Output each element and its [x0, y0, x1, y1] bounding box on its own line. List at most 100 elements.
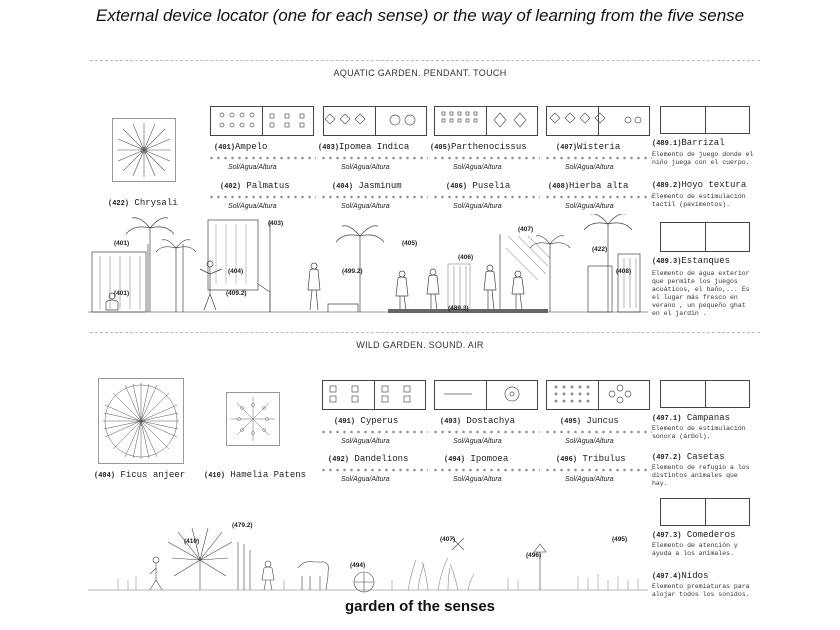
- plant-label: (405)Parthenocissus: [430, 142, 527, 152]
- plant-name: Chrysali: [134, 198, 178, 208]
- person-icon: [426, 268, 440, 311]
- plant-sub: Sol/Agua/Altura: [341, 203, 390, 210]
- chrysali-icon: [117, 123, 171, 177]
- plant-id: (495): [560, 418, 582, 426]
- hamelia-diagram: [226, 392, 280, 446]
- plant-label: (406) Puselia: [446, 181, 510, 191]
- tag: (407): [518, 226, 534, 233]
- plant-sub: Sol/Agua/Altura: [341, 476, 390, 483]
- plant-sub: Sol/Agua/Altura: [341, 164, 390, 171]
- palm-tree-icon: [155, 239, 197, 312]
- element-id: (489.2): [652, 182, 682, 190]
- tag: (496): [526, 552, 542, 559]
- plant-card-cyperus: [322, 380, 426, 410]
- plant-name: Ampelo: [235, 142, 268, 152]
- palm-tree-icon: [583, 214, 633, 312]
- plant-name: Ipomoea: [470, 454, 509, 464]
- element-desc: Elemento de atención y ayuda a los anima…: [652, 542, 738, 557]
- plant-label: (492) Dandelions: [328, 454, 408, 464]
- plant-id: (496): [556, 456, 578, 464]
- person-icon: [483, 264, 497, 311]
- plant-label: (408)Hierba alta: [548, 181, 628, 191]
- rating-dots: [544, 430, 652, 434]
- plant-sub: Sol/Agua/Altura: [228, 164, 277, 171]
- person-icon: [307, 262, 321, 311]
- tag: (422): [592, 246, 608, 253]
- plant-name: Puselia: [472, 181, 511, 191]
- plant-name: Parthenocissus: [451, 142, 527, 152]
- element-name: Campanas: [686, 413, 731, 423]
- tree-burst-icon: [167, 527, 233, 590]
- tag: (407): [440, 536, 456, 543]
- plant-id: (408): [548, 183, 570, 191]
- plant-sub: Sol/Agua/Altura: [228, 203, 277, 210]
- featured-label: (410) Hamelia Patens: [204, 470, 306, 480]
- plant-name: Dostachya: [466, 416, 516, 426]
- element-label: (497.3) Comederos: [652, 530, 735, 540]
- plant-id: (491): [334, 418, 356, 426]
- rating-dots: [320, 430, 428, 434]
- element-label: (489.3)Estanques: [652, 256, 730, 266]
- element-desc: Elemento de agua exterior que permite lo…: [652, 270, 750, 317]
- tag: (406): [458, 254, 474, 261]
- plant-card-ampelo: [210, 106, 314, 136]
- plant-label: (496) Tribulus: [556, 454, 626, 464]
- element-desc: Elemento de estimulación tactil (pavimen…: [652, 193, 746, 208]
- plant-sub: Sol/Agua/Altura: [453, 164, 502, 171]
- element-card-barrizal: [660, 106, 750, 134]
- plant-name: Cyperus: [360, 416, 399, 426]
- person-icon: [511, 270, 525, 311]
- rating-dots: [432, 195, 540, 199]
- rating-dots: [544, 156, 652, 160]
- wild-card-patterns: [329, 384, 632, 404]
- plant-name: Jasminum: [358, 181, 402, 191]
- tag: (401): [114, 290, 130, 297]
- plant-name: Ficus anjeer: [120, 470, 186, 480]
- plant-card-dostachya: [434, 380, 538, 410]
- grass-icon: [407, 557, 475, 591]
- plant-sub: Sol/Agua/Altura: [341, 438, 390, 445]
- person-icon: [261, 560, 275, 591]
- featured-label-chrysali: (422) Chrysali: [108, 198, 178, 208]
- rating-dots: [208, 156, 316, 160]
- plant-id: (406): [446, 183, 468, 191]
- person-icon: [395, 270, 409, 311]
- element-id: (497.3): [652, 532, 682, 540]
- aquatic-card-patterns: [219, 111, 642, 128]
- element-label: (489.1)Barrizal: [652, 138, 725, 148]
- plant-name: Hierba alta: [569, 181, 629, 191]
- tag: (489.3): [448, 305, 469, 312]
- plant-sub: Sol/Agua/Altura: [565, 203, 614, 210]
- tag: (401): [114, 240, 130, 247]
- element-card-comederos: [660, 498, 750, 526]
- tag: (404): [228, 268, 244, 275]
- aquatic-section-drawing: [88, 214, 648, 313]
- tag: (494): [350, 562, 366, 569]
- page-title: External device locator (one for each se…: [95, 6, 745, 25]
- palm-tree-icon: [335, 225, 385, 312]
- footer-caption: garden of the senses: [344, 598, 496, 615]
- element-name: Barrizal: [681, 138, 725, 148]
- element-name: Estanques: [681, 256, 731, 266]
- rating-dots: [544, 195, 652, 199]
- ficus-icon: [103, 383, 179, 459]
- plant-label: (407)Wisteria: [556, 142, 620, 152]
- plant-id: (410): [204, 472, 226, 480]
- plant-id: (401): [214, 144, 236, 152]
- rating-dots: [320, 156, 428, 160]
- element-name: Casetas: [686, 452, 725, 462]
- tag: (479.2): [232, 522, 253, 529]
- element-desc: Elemento de estimulación sonora (árbol).: [652, 425, 746, 440]
- plant-sub: Sol/Agua/Altura: [565, 476, 614, 483]
- tag: (409.2): [226, 290, 247, 297]
- element-name: Comederos: [686, 530, 736, 540]
- person-icon: [199, 260, 223, 311]
- plant-name: Palmatus: [246, 181, 290, 191]
- plant-label: (402) Palmatus: [220, 181, 290, 191]
- plant-id: (492): [328, 456, 350, 464]
- tag: (405): [402, 240, 418, 247]
- animal-icon: [297, 561, 329, 591]
- plant-sub: Sol/Agua/Altura: [565, 438, 614, 445]
- plant-id: (404): [94, 472, 116, 480]
- featured-label: (404) Ficus anjeer: [94, 470, 185, 480]
